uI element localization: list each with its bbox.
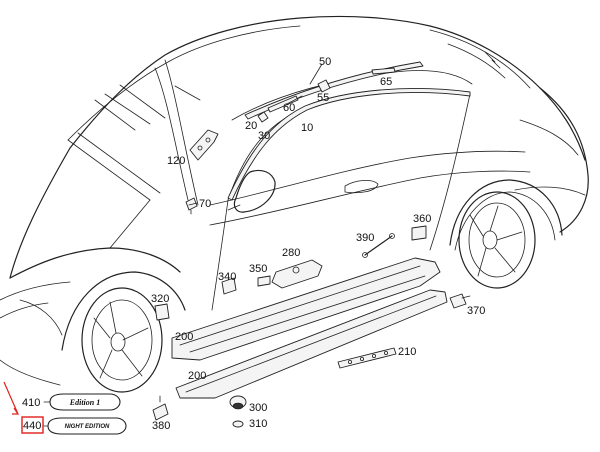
label-390: 390 (356, 232, 374, 244)
grommet-300 (229, 395, 247, 410)
label-210: 210 (398, 346, 416, 358)
label-200-upper: 200 (175, 331, 193, 343)
label-280: 280 (282, 247, 300, 259)
bracket-280 (271, 259, 323, 289)
label-380: 380 (152, 420, 170, 432)
rod-390 (362, 233, 395, 258)
label-440: 440 (23, 420, 41, 432)
emblem-edition1-text: Edition 1 (69, 398, 100, 407)
clip-340 (221, 277, 237, 295)
rear-wheel (458, 191, 536, 289)
part-labels: 10 20 30 50 55 60 65 70 120 200 200 210 … (22, 56, 485, 432)
clip-320 (154, 303, 170, 321)
clip-55 (317, 79, 331, 93)
clip-350 (257, 275, 271, 287)
label-120: 120 (167, 155, 185, 167)
side-skirt-200-upper (171, 257, 441, 361)
label-370: 370 (467, 305, 485, 317)
label-320: 320 (151, 293, 169, 305)
clip-70 (185, 197, 198, 215)
label-10: 10 (301, 122, 313, 134)
window-moulding-10 (227, 88, 471, 201)
strip-65 (371, 67, 396, 75)
emblem-night-edition-text: NIGHT EDITION (65, 424, 110, 430)
label-30: 30 (258, 130, 270, 142)
side-skirt-200-lower (175, 289, 448, 399)
clip-20-30 (257, 111, 269, 123)
label-20: 20 (245, 120, 257, 132)
leader-lines (43, 63, 323, 427)
label-65: 65 (380, 76, 392, 88)
emblem-night-edition: NIGHT EDITION (47, 417, 127, 435)
front-wheel (81, 287, 163, 393)
label-50: 50 (319, 56, 331, 68)
emblem-edition1: Edition 1 (49, 393, 121, 411)
strip-210 (337, 347, 397, 369)
label-200-lower: 200 (188, 370, 206, 382)
car-body-outline (0, 15, 589, 393)
label-360: 360 (413, 213, 431, 225)
bracket-120 (189, 129, 219, 161)
clip-360 (411, 225, 427, 241)
label-300: 300 (249, 402, 267, 414)
label-55: 55 (317, 92, 329, 104)
label-350: 350 (249, 263, 267, 275)
label-410: 410 (22, 397, 40, 409)
label-340: 340 (218, 271, 236, 283)
strip-60 (267, 95, 299, 113)
label-70: 70 (199, 198, 211, 210)
fastener-370 (449, 293, 471, 309)
fastener-380 (152, 395, 169, 421)
washer-310 (232, 420, 244, 428)
highlight-440 (3, 381, 44, 434)
label-60: 60 (283, 102, 295, 114)
label-310: 310 (249, 418, 267, 430)
